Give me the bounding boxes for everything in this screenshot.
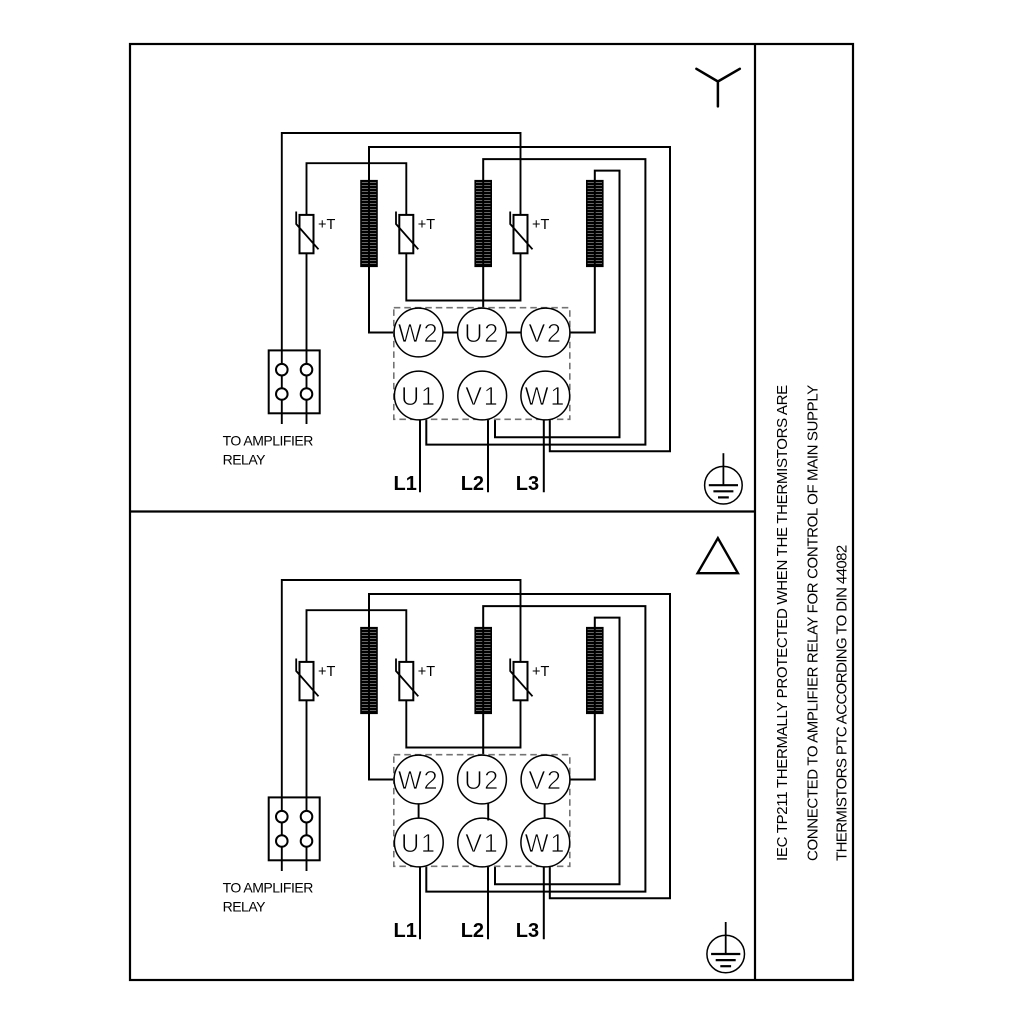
svg-text:IEC TP211 THERMALLY PROTECTED: IEC TP211 THERMALLY PROTECTED WHEN THE T… xyxy=(774,385,791,861)
svg-text:CONNECTED TO AMPLIFIER RELAY F: CONNECTED TO AMPLIFIER RELAY FOR CONTROL… xyxy=(805,385,822,861)
svg-text:THERMISTORS PTC ACCORDING TO D: THERMISTORS PTC ACCORDING TO DIN 44082 xyxy=(833,545,850,861)
